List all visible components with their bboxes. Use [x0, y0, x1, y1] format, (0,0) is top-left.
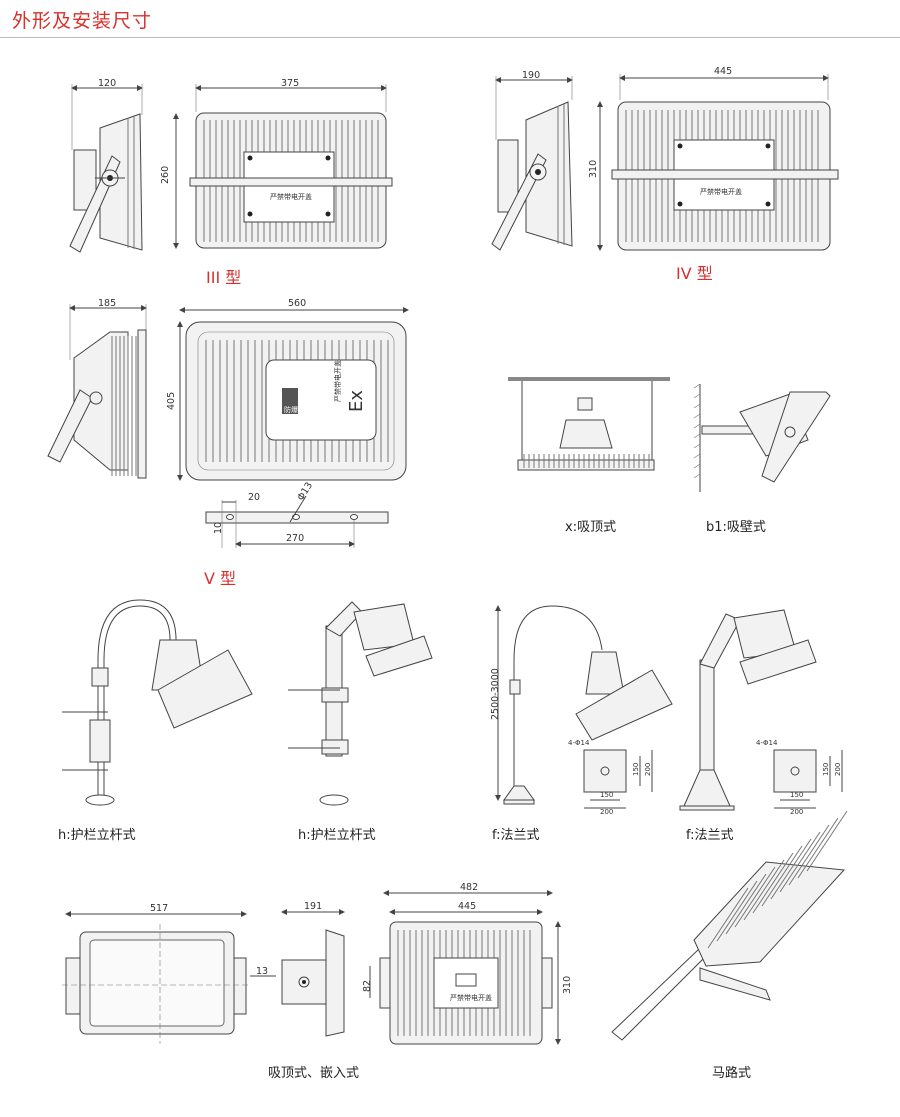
embedded-finned-view: 482 445 310 82 严禁带电开盖: [362, 882, 573, 1045]
dim-iii-height: 260: [160, 166, 171, 184]
dim-bottom-191: 191: [304, 901, 322, 912]
title-divider: [0, 37, 900, 38]
plate-text-v: 严禁带电开盖: [333, 360, 342, 402]
heat-sink-fin: [734, 866, 776, 928]
heat-sink-fin: [725, 873, 767, 935]
dim-flange-200a-1: 200: [644, 763, 652, 776]
heat-sink-fin: [779, 831, 821, 893]
caption-guardrail-2: h:护栏立杆式: [298, 828, 376, 843]
flange-mount-2: [679, 609, 817, 811]
dim-bottom-82: 82: [362, 980, 373, 992]
dim-flange-holes-2: 4-Φ14: [756, 739, 778, 747]
ex-mark: Ex: [346, 390, 367, 412]
v-side-view: 185: [47, 298, 147, 479]
heat-sink-fin: [806, 810, 848, 872]
v-bracket: 20 Φ13 10 270: [205, 480, 389, 548]
ceiling-mount-drawing: [508, 377, 670, 471]
caption-ceiling: x:吸顶式: [565, 520, 617, 535]
dim-bracket-270: 270: [286, 533, 304, 544]
dim-v-height: 405: [166, 392, 177, 410]
heat-sink-fin: [752, 852, 794, 914]
ex-badge: 防爆: [284, 405, 298, 414]
dim-flange-200b-1: 200: [600, 808, 613, 816]
iv-front-view: 445 310 严禁带电开盖: [588, 66, 839, 251]
v-front-view: 560 405 防爆 严禁带电开盖 Ex: [166, 298, 409, 481]
dim-iv-height: 310: [588, 160, 599, 178]
caption-wall: b1:吸壁式: [706, 520, 766, 535]
embedded-side-view: 191: [281, 901, 345, 1037]
dim-bottom-482: 482: [460, 882, 478, 893]
dim-v-side: 185: [98, 298, 116, 309]
dim-bottom-13: 13: [256, 966, 268, 977]
heat-sink-fin: [797, 817, 839, 879]
dim-flange-150a-1: 150: [632, 763, 640, 776]
guardrail-mount-1: [62, 599, 253, 806]
heat-sink-fin: [743, 859, 785, 921]
heat-sink-fin: [707, 887, 749, 949]
dim-bracket-10: 10: [213, 522, 224, 534]
plate-text-iii: 严禁带电开盖: [270, 192, 312, 201]
flange-mount-1: 2500-3000: [490, 605, 673, 805]
guardrail-mount-2: [288, 601, 433, 806]
dim-flange-150a-2: 150: [822, 763, 830, 776]
dim-flange-200a-2: 200: [834, 763, 842, 776]
type-label-iv: IV 型: [676, 264, 713, 283]
flange-plan-1: 4-Φ14 150 200 150 200: [568, 739, 653, 816]
embedded-front-view: 517 13: [62, 903, 276, 1044]
caption-flange-2: f:法兰式: [686, 828, 734, 843]
dim-iii-width: 375: [281, 78, 299, 89]
caption-guardrail-1: h:护栏立杆式: [58, 828, 136, 843]
dim-flange-200b-2: 200: [790, 808, 803, 816]
heat-sink-fin: [788, 824, 830, 886]
dim-iv-width: 445: [714, 66, 732, 77]
type-label-v: V 型: [204, 569, 237, 588]
caption-road: 马路式: [712, 1066, 752, 1081]
dim-bottom-517: 517: [150, 903, 168, 914]
dim-bottom-310: 310: [562, 976, 573, 994]
road-mount-drawing: [611, 810, 848, 1041]
caption-flange-1: f:法兰式: [492, 828, 540, 843]
dim-flange-150b-2: 150: [790, 791, 803, 799]
type-label-iii: III 型: [206, 268, 242, 287]
dim-flange-150b-1: 150: [600, 791, 613, 799]
heat-sink-fin: [716, 880, 758, 942]
heat-sink-fin: [770, 838, 812, 900]
page-title: 外形及安装尺寸: [12, 10, 153, 32]
dim-iv-side: 190: [522, 70, 540, 81]
dim-flange-holes-1: 4-Φ14: [568, 739, 590, 747]
plate-text-bottom: 严禁带电开盖: [450, 993, 492, 1002]
wall-mount-drawing: [693, 383, 831, 492]
iv-side-view: 190: [491, 70, 573, 251]
plate-text-iv: 严禁带电开盖: [700, 187, 742, 196]
dim-v-width: 560: [288, 298, 306, 309]
heat-sink-fin: [761, 845, 803, 907]
dim-bracket-20: 20: [248, 492, 260, 503]
caption-embedded: 吸顶式、嵌入式: [268, 1066, 360, 1081]
flange-plan-2: 4-Φ14 150 200 150 200: [756, 739, 843, 816]
dim-bracket-hole: Φ13: [295, 480, 315, 502]
dim-iii-side: 120: [98, 78, 116, 89]
iii-front-view: 375 260 严禁带电开盖: [160, 78, 393, 249]
iii-side-view: 120: [69, 78, 143, 253]
dim-bottom-445: 445: [458, 901, 476, 912]
dim-pole-range: 2500-3000: [490, 668, 501, 720]
